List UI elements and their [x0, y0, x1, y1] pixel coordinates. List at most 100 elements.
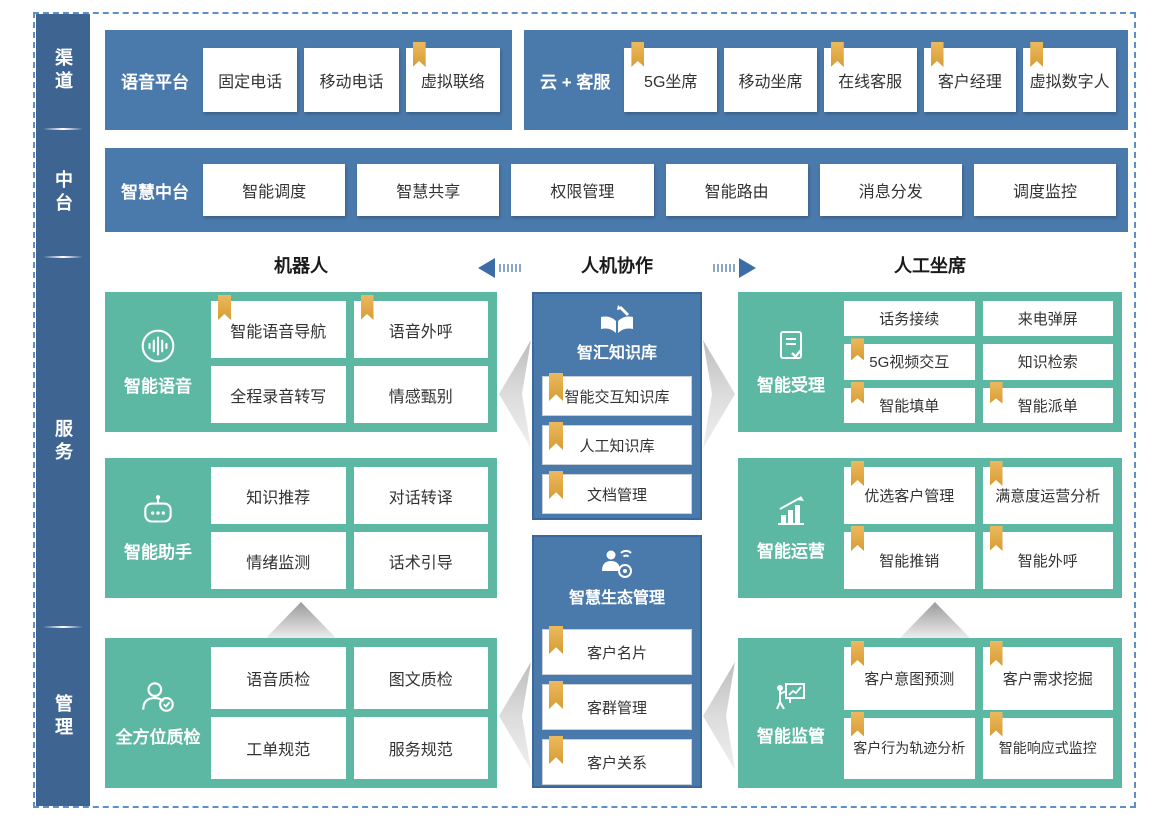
panel-title: 语音平台 — [121, 72, 189, 92]
item-box: 客户名片 — [542, 626, 692, 675]
arrow-right-icon — [713, 258, 756, 278]
item-label: 在线客服 — [838, 74, 903, 91]
bookmark-icon — [1030, 42, 1044, 67]
item-label: 智能交互知识库 — [564, 388, 670, 406]
layer-label-channel: 渠道 — [53, 48, 73, 94]
item-box: 文档管理 — [542, 471, 692, 514]
block-smart-acceptance: 智能受理 话务接续 来电弹屏 5G视频交互 知识检索 智能填单 智能派单 — [738, 292, 1122, 432]
item-label: 客户经理 — [937, 74, 1002, 91]
item-label: 虚拟联络 — [420, 74, 485, 91]
item-box: 智能响应式监控 — [982, 711, 1113, 779]
panel-title: 智慧中台 — [121, 182, 189, 202]
item-label: 智能语音导航 — [230, 323, 327, 341]
divider — [43, 256, 83, 258]
trend-chart-icon — [778, 496, 804, 525]
item-box: 智能调度 — [203, 164, 346, 216]
up-arrow-icon — [900, 602, 970, 638]
item-box: 工单规范 — [211, 717, 346, 779]
item-label: 知识推荐 — [246, 489, 311, 507]
item-box: 智能推销 — [844, 526, 975, 589]
item-label: 情感甄别 — [388, 388, 453, 406]
item-box: 智能路由 — [665, 164, 808, 216]
item-label: 智能响应式监控 — [998, 740, 1097, 757]
bookmark-icon — [989, 641, 1003, 666]
item-box: 权限管理 — [511, 164, 654, 216]
layer-label-middle-platform: 中台 — [53, 170, 73, 216]
item-label: 智能调度 — [242, 184, 307, 201]
item-box: 智慧共享 — [357, 164, 500, 216]
bookmark-icon — [930, 42, 944, 67]
chevron-right-icon — [703, 340, 735, 448]
bookmark-icon — [851, 711, 864, 737]
item-box: 知识推荐 — [211, 467, 346, 524]
item-label: 客户关系 — [586, 754, 647, 772]
bookmark-icon — [851, 338, 864, 361]
item-label: 文档管理 — [586, 486, 647, 504]
item-label: 消息分发 — [858, 184, 923, 201]
item-box: 语音外呼 — [353, 295, 488, 358]
item-box: 情绪监测 — [211, 532, 346, 589]
item-label: 服务规范 — [388, 742, 453, 759]
item-label: 智能填单 — [879, 397, 940, 415]
item-label: 知识检索 — [1017, 354, 1078, 372]
bookmark-icon — [989, 461, 1003, 486]
item-box: 客户意图预测 — [844, 641, 975, 710]
item-label: 固定电话 — [218, 74, 283, 91]
bookmark-icon — [549, 626, 563, 654]
bookmark-icon — [549, 471, 563, 499]
item-label: 客户名片 — [586, 644, 647, 662]
item-box: 客户行为轨迹分析 — [844, 711, 975, 779]
up-arrow-icon — [266, 602, 336, 638]
item-box: 移动电话 — [304, 48, 399, 112]
inspector-icon — [142, 682, 174, 712]
bookmark-icon — [851, 526, 864, 551]
item-box: 智能派单 — [982, 381, 1113, 423]
bookmark-icon — [989, 526, 1003, 551]
block-smart-supervision: 智能监管 客户意图预测 客户需求挖掘 客户行为轨迹分析 智能响应式监控 — [738, 638, 1122, 788]
diagram-border — [33, 12, 1136, 808]
item-box: 智能交互知识库 — [542, 373, 692, 416]
header-agent: 人工坐席 — [894, 256, 966, 276]
item-box: 客户关系 — [542, 736, 692, 785]
chevron-left-icon — [703, 662, 735, 770]
item-box: 来电弹屏 — [982, 301, 1113, 337]
book-pencil-icon — [601, 305, 633, 333]
block-title: 全方位质检 — [115, 728, 201, 747]
item-box: 客群管理 — [542, 681, 692, 730]
voice-platform-panel: 语音平台 固定电话 移动电话 虚拟联络 — [105, 30, 512, 130]
item-box: 话务接续 — [844, 301, 975, 337]
cloud-service-panel: 云 + 客服 5G坐席 移动坐席 在线客服 客户经理 虚拟数字人 — [524, 30, 1128, 130]
item-box: 虚拟联络 — [405, 42, 500, 112]
item-box: 服务规范 — [353, 717, 488, 779]
panel-title: 智汇知识库 — [576, 345, 657, 362]
item-label: 话务接续 — [879, 311, 940, 329]
item-label: 移动电话 — [319, 74, 384, 91]
bookmark-icon — [360, 295, 374, 320]
item-label: 智能派单 — [1017, 397, 1078, 415]
item-box: 语音质检 — [211, 647, 346, 709]
item-label: 客户行为轨迹分析 — [853, 740, 966, 757]
robot-icon — [144, 495, 172, 523]
panel-title: 云 + 客服 — [540, 72, 611, 92]
item-label: 工单规范 — [246, 742, 311, 759]
item-box: 在线客服 — [823, 42, 917, 112]
bookmark-icon — [851, 461, 864, 486]
item-label: 智能推销 — [879, 553, 940, 570]
block-title: 智能受理 — [757, 376, 825, 395]
item-box: 人工知识库 — [542, 422, 692, 465]
document-check-icon — [780, 331, 803, 359]
item-label: 满意度运营分析 — [995, 488, 1101, 505]
panel-knowledge-base: 智汇知识库 智能交互知识库 人工知识库 文档管理 — [532, 292, 702, 520]
item-label: 调度监控 — [1012, 184, 1077, 201]
item-box: 智能语音导航 — [211, 295, 346, 358]
bookmark-icon — [218, 295, 231, 320]
item-label: 虚拟数字人 — [1029, 74, 1110, 91]
block-smart-assistant: 智能助手 知识推荐 对话转译 情绪监测 话术引导 — [105, 458, 497, 598]
item-box: 客户经理 — [923, 42, 1017, 112]
item-box: 图文质检 — [353, 647, 488, 709]
header-robot: 机器人 — [274, 256, 328, 276]
block-smart-voice: 智能语音 智能语音导航 语音外呼 全程录音转写 情感甄别 — [105, 292, 497, 432]
bookmark-icon — [851, 381, 864, 404]
item-box: 固定电话 — [203, 48, 298, 112]
item-label: 客户意图预测 — [864, 670, 955, 688]
